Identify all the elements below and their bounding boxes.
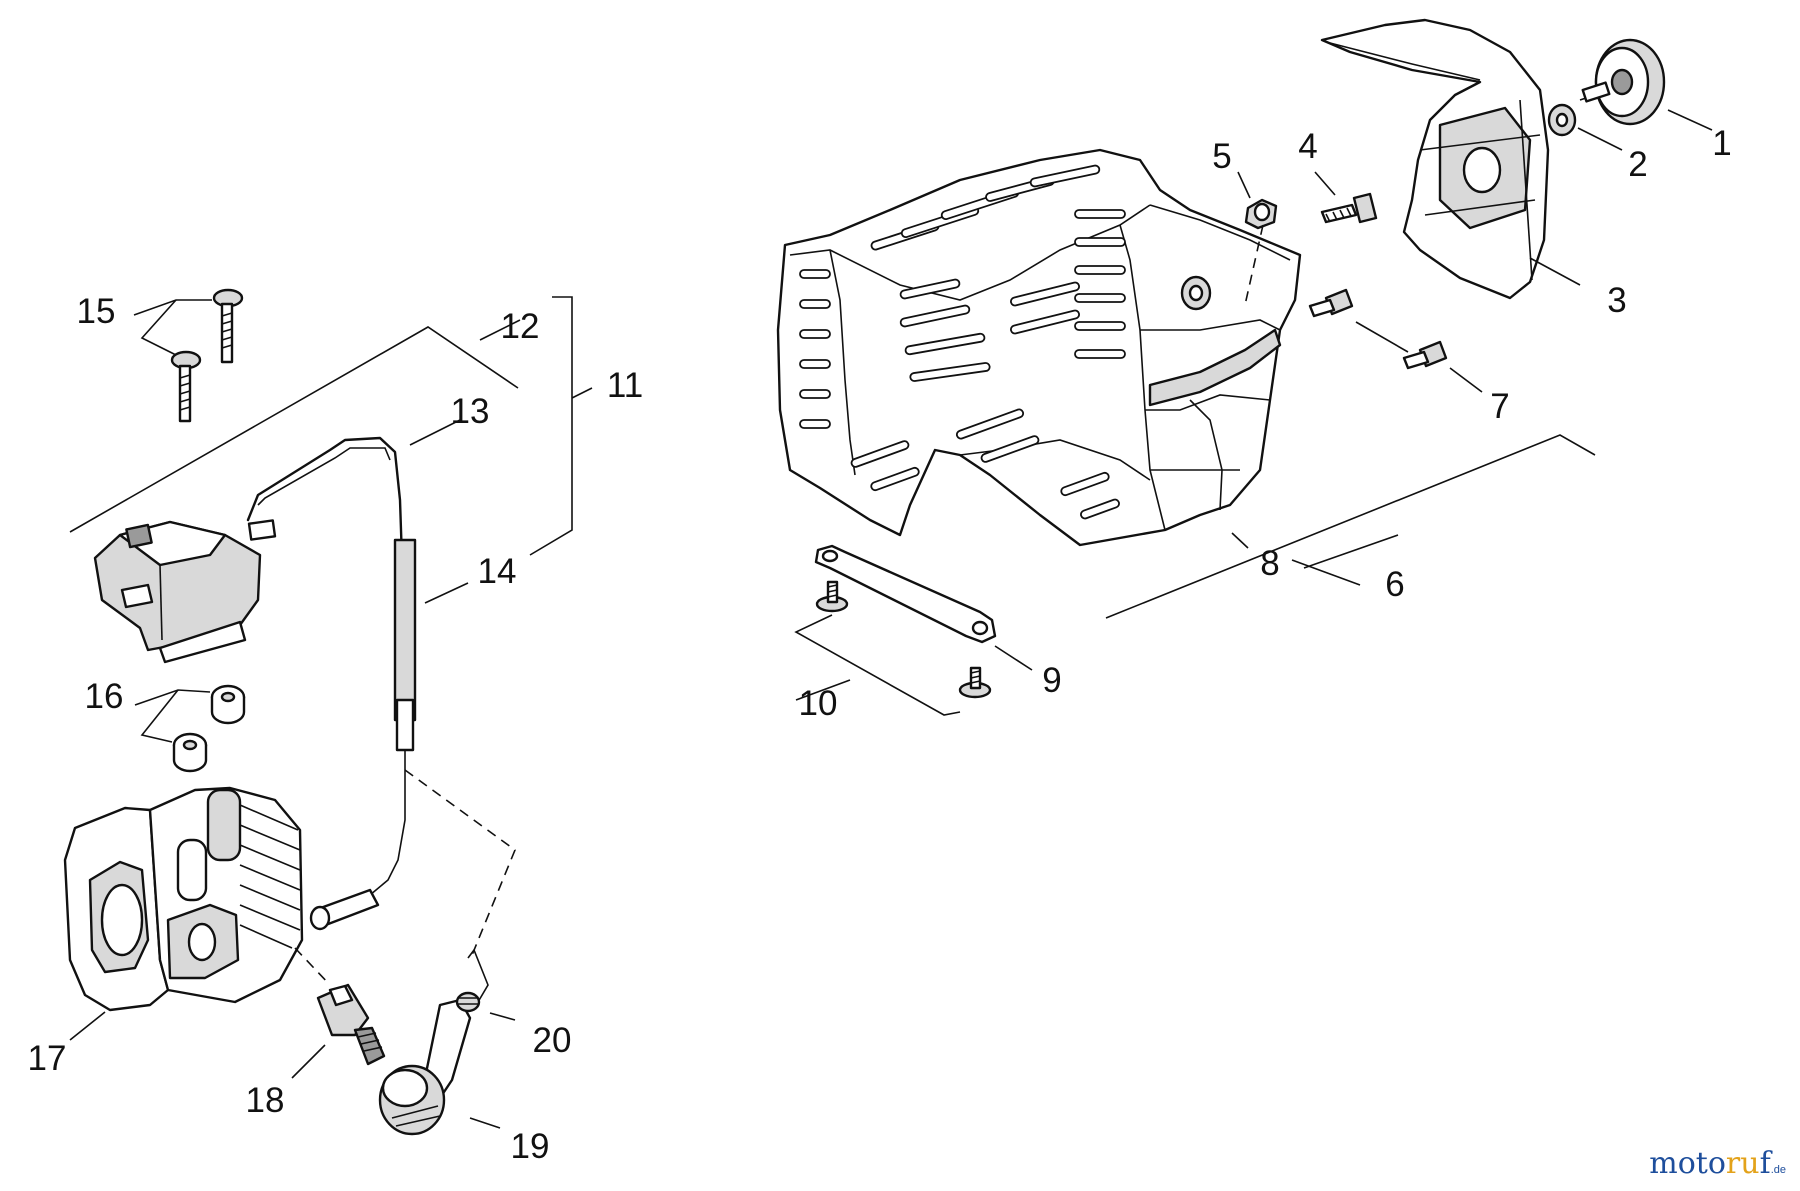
callout-13: 13 (451, 392, 490, 431)
part-18-spark-plug (316, 983, 386, 1066)
callout-16: 16 (85, 677, 124, 716)
callout-11: 11 (607, 366, 643, 405)
callout-7: 7 (1490, 387, 1509, 426)
part-4-bolt (1320, 192, 1378, 224)
part-2-washer (1547, 103, 1577, 137)
callout-15: 15 (77, 292, 116, 331)
part-20-spring (455, 948, 489, 1013)
part-9-bracket (814, 544, 997, 644)
callout-labels: 1 2 3 4 5 6 7 8 9 10 11 12 13 14 15 16 1… (28, 124, 1732, 1166)
part-15-screws (170, 288, 244, 423)
callout-2: 2 (1628, 145, 1647, 184)
callout-9: 9 (1042, 661, 1061, 700)
callout-8: 8 (1260, 544, 1279, 583)
callout-20: 20 (533, 1021, 572, 1060)
part-13-14-ignition-lead (246, 436, 417, 931)
part-16-spacers (172, 684, 246, 773)
part-8-fan-housing (776, 148, 1302, 547)
callout-4: 4 (1298, 127, 1317, 166)
leader-lines-left (69, 296, 593, 1129)
callout-6: 6 (1385, 565, 1404, 604)
callout-1: 1 (1712, 124, 1731, 163)
callout-5: 5 (1212, 137, 1231, 176)
callout-10: 10 (799, 684, 838, 723)
leader-lines-right (794, 109, 1713, 716)
callout-19: 19 (511, 1127, 550, 1166)
part-12-ignition-coil (93, 520, 262, 664)
callout-12: 12 (501, 307, 540, 346)
callout-3: 3 (1607, 281, 1626, 320)
part-17-cylinder (63, 786, 304, 1012)
part-10-screws (815, 580, 992, 699)
motoruf-watermark-logo: motoruf.de (1649, 1146, 1786, 1181)
part-1-knob (1579, 38, 1666, 126)
callout-18: 18 (246, 1081, 285, 1120)
callout-17: 17 (28, 1039, 67, 1078)
part-3-top-cover (1320, 18, 1550, 300)
callout-14: 14 (478, 552, 517, 591)
part-7-bolts (1308, 288, 1448, 370)
part-5-grommet (1244, 198, 1278, 230)
part-19-plug-cap (378, 998, 472, 1136)
